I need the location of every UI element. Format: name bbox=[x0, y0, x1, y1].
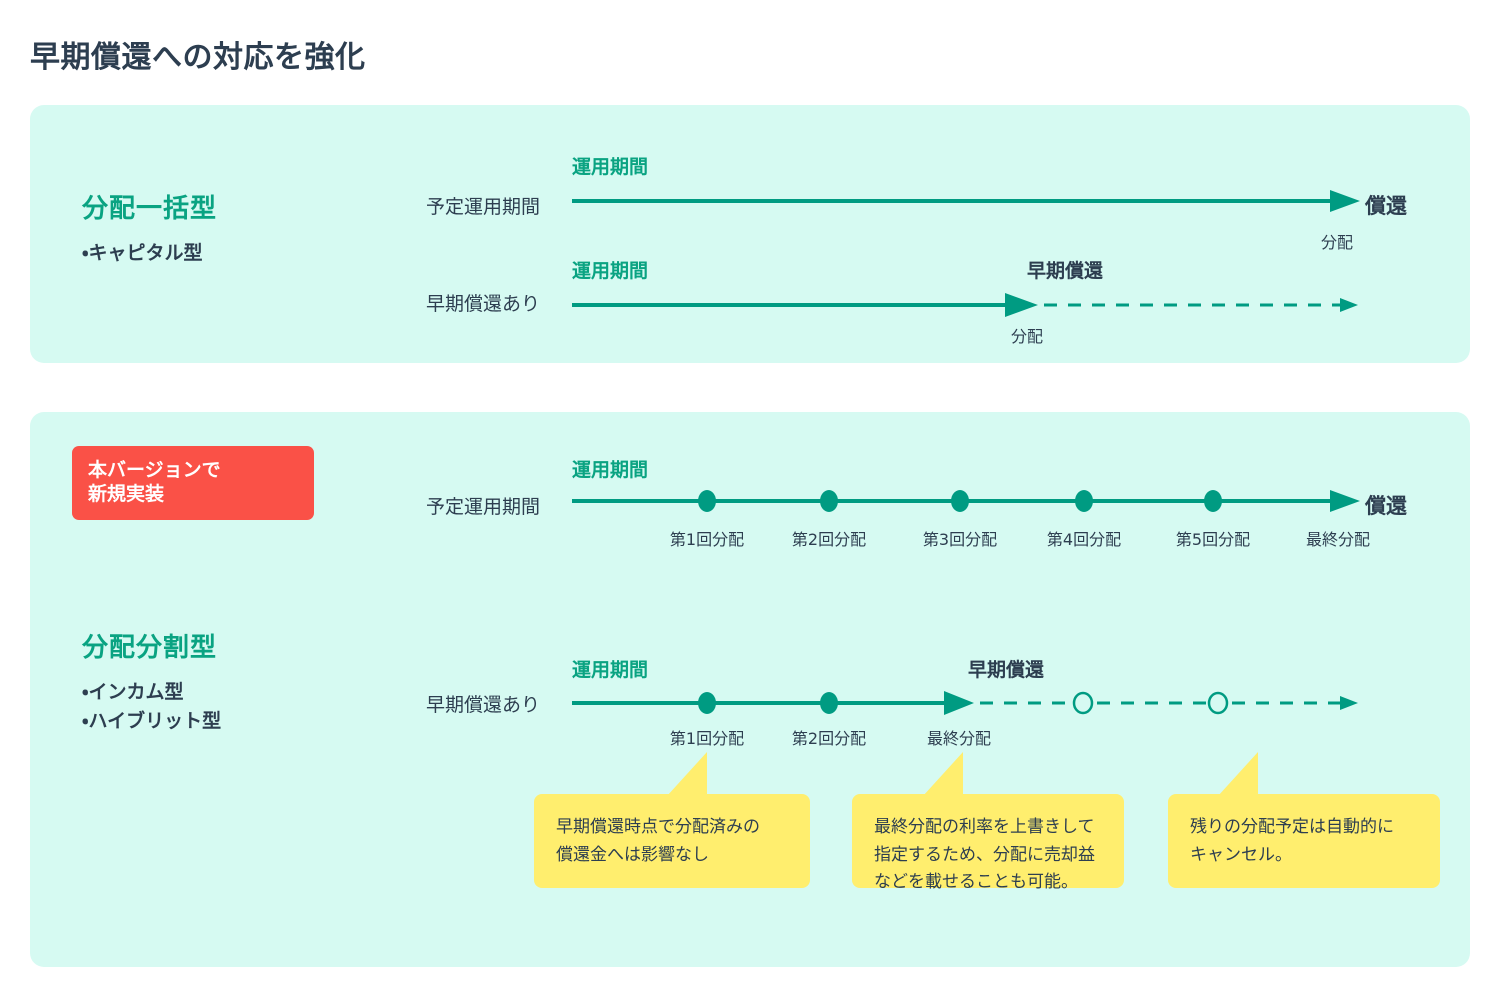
panel-capital-type bbox=[30, 105, 1470, 363]
row-label-planned-period-2: 予定運用期間 bbox=[425, 496, 540, 518]
timeline-arrow-solid-dashed-1 bbox=[572, 293, 1358, 317]
category-block-capital: 分配一括型 ・キャピタル型 bbox=[82, 188, 217, 268]
tick-label-dist-5: 第5回分配 bbox=[1175, 530, 1251, 549]
timeline-caption-early-redemption-2: 早期償還 bbox=[968, 659, 1045, 681]
new-in-this-version-badge: 本バージョンで 新規実装 bbox=[72, 446, 314, 520]
tick-label-final-dist-2: 最終分配 bbox=[926, 729, 992, 748]
tooltip-tail-3 bbox=[1218, 752, 1258, 796]
timeline-end-sublabel-distribution-1: 分配 bbox=[1320, 233, 1354, 252]
category-item: ・ハイブリット型 bbox=[82, 710, 222, 733]
category-list-capital: ・キャピタル型 bbox=[82, 239, 217, 268]
timeline-arrow-dots-dashed-hollow bbox=[572, 691, 1358, 715]
timeline-arrow-full-1 bbox=[572, 190, 1360, 212]
timeline-caption-operation-period-2: 運用期間 bbox=[572, 260, 649, 282]
tick-label-dist-1: 第1回分配 bbox=[669, 530, 745, 549]
tick-label-final-dist-1: 最終分配 bbox=[1305, 530, 1371, 549]
timeline-caption-operation-period-4: 運用期間 bbox=[572, 659, 649, 681]
tick-label-dist-4: 第4回分配 bbox=[1046, 530, 1122, 549]
timeline-caption-operation-period-3: 運用期間 bbox=[572, 459, 649, 481]
page-title: 早期償還への対応を強化 bbox=[30, 40, 366, 75]
tick-label-dist-3: 第3回分配 bbox=[922, 530, 998, 549]
category-title-capital: 分配一括型 bbox=[82, 194, 218, 224]
tooltip-final-distribution-rate-override: 最終分配の利率を上書きして 指定するため、分配に売却益 などを載せることも可能。 bbox=[852, 794, 1124, 892]
timeline-caption-operation-period-1: 運用期間 bbox=[572, 156, 649, 178]
timeline-caption-early-redemption-1: 早期償還 bbox=[1027, 260, 1104, 282]
row-label-planned-period-1: 予定運用期間 bbox=[425, 196, 540, 218]
category-list-split: ・インカム型 ・ハイブリット型 bbox=[82, 678, 221, 737]
timeline-sublabel-distribution-2: 分配 bbox=[1010, 327, 1044, 346]
tooltip-tail-1 bbox=[667, 752, 707, 796]
tick-label-dist-1-row2: 第1回分配 bbox=[669, 729, 745, 748]
category-item: ・インカム型 bbox=[82, 681, 184, 703]
row-label-early-redemption-2: 早期償還あり bbox=[425, 694, 540, 716]
tick-label-dist-2: 第2回分配 bbox=[791, 530, 867, 549]
tooltip-remaining-auto-cancel: 残りの分配予定は自動的に キャンセル。 bbox=[1168, 794, 1440, 888]
category-block-split: 分配分割型 ・インカム型 ・ハイブリット型 bbox=[82, 627, 221, 737]
tick-label-dist-2-row2: 第2回分配 bbox=[791, 729, 867, 748]
category-title-split: 分配分割型 bbox=[82, 633, 218, 663]
timeline-end-label-redemption-2: 償還 bbox=[1365, 494, 1407, 518]
timeline-end-label-redemption-1: 償還 bbox=[1365, 194, 1407, 218]
tooltip-tail-2 bbox=[923, 752, 963, 796]
tooltip-no-impact-on-distributed: 早期償還時点で分配済みの 償還金へは影響なし bbox=[534, 794, 810, 888]
timeline-arrow-full-dots bbox=[572, 490, 1360, 512]
row-label-early-redemption-1: 早期償還あり bbox=[425, 293, 540, 315]
category-item: ・キャピタル型 bbox=[82, 242, 203, 264]
